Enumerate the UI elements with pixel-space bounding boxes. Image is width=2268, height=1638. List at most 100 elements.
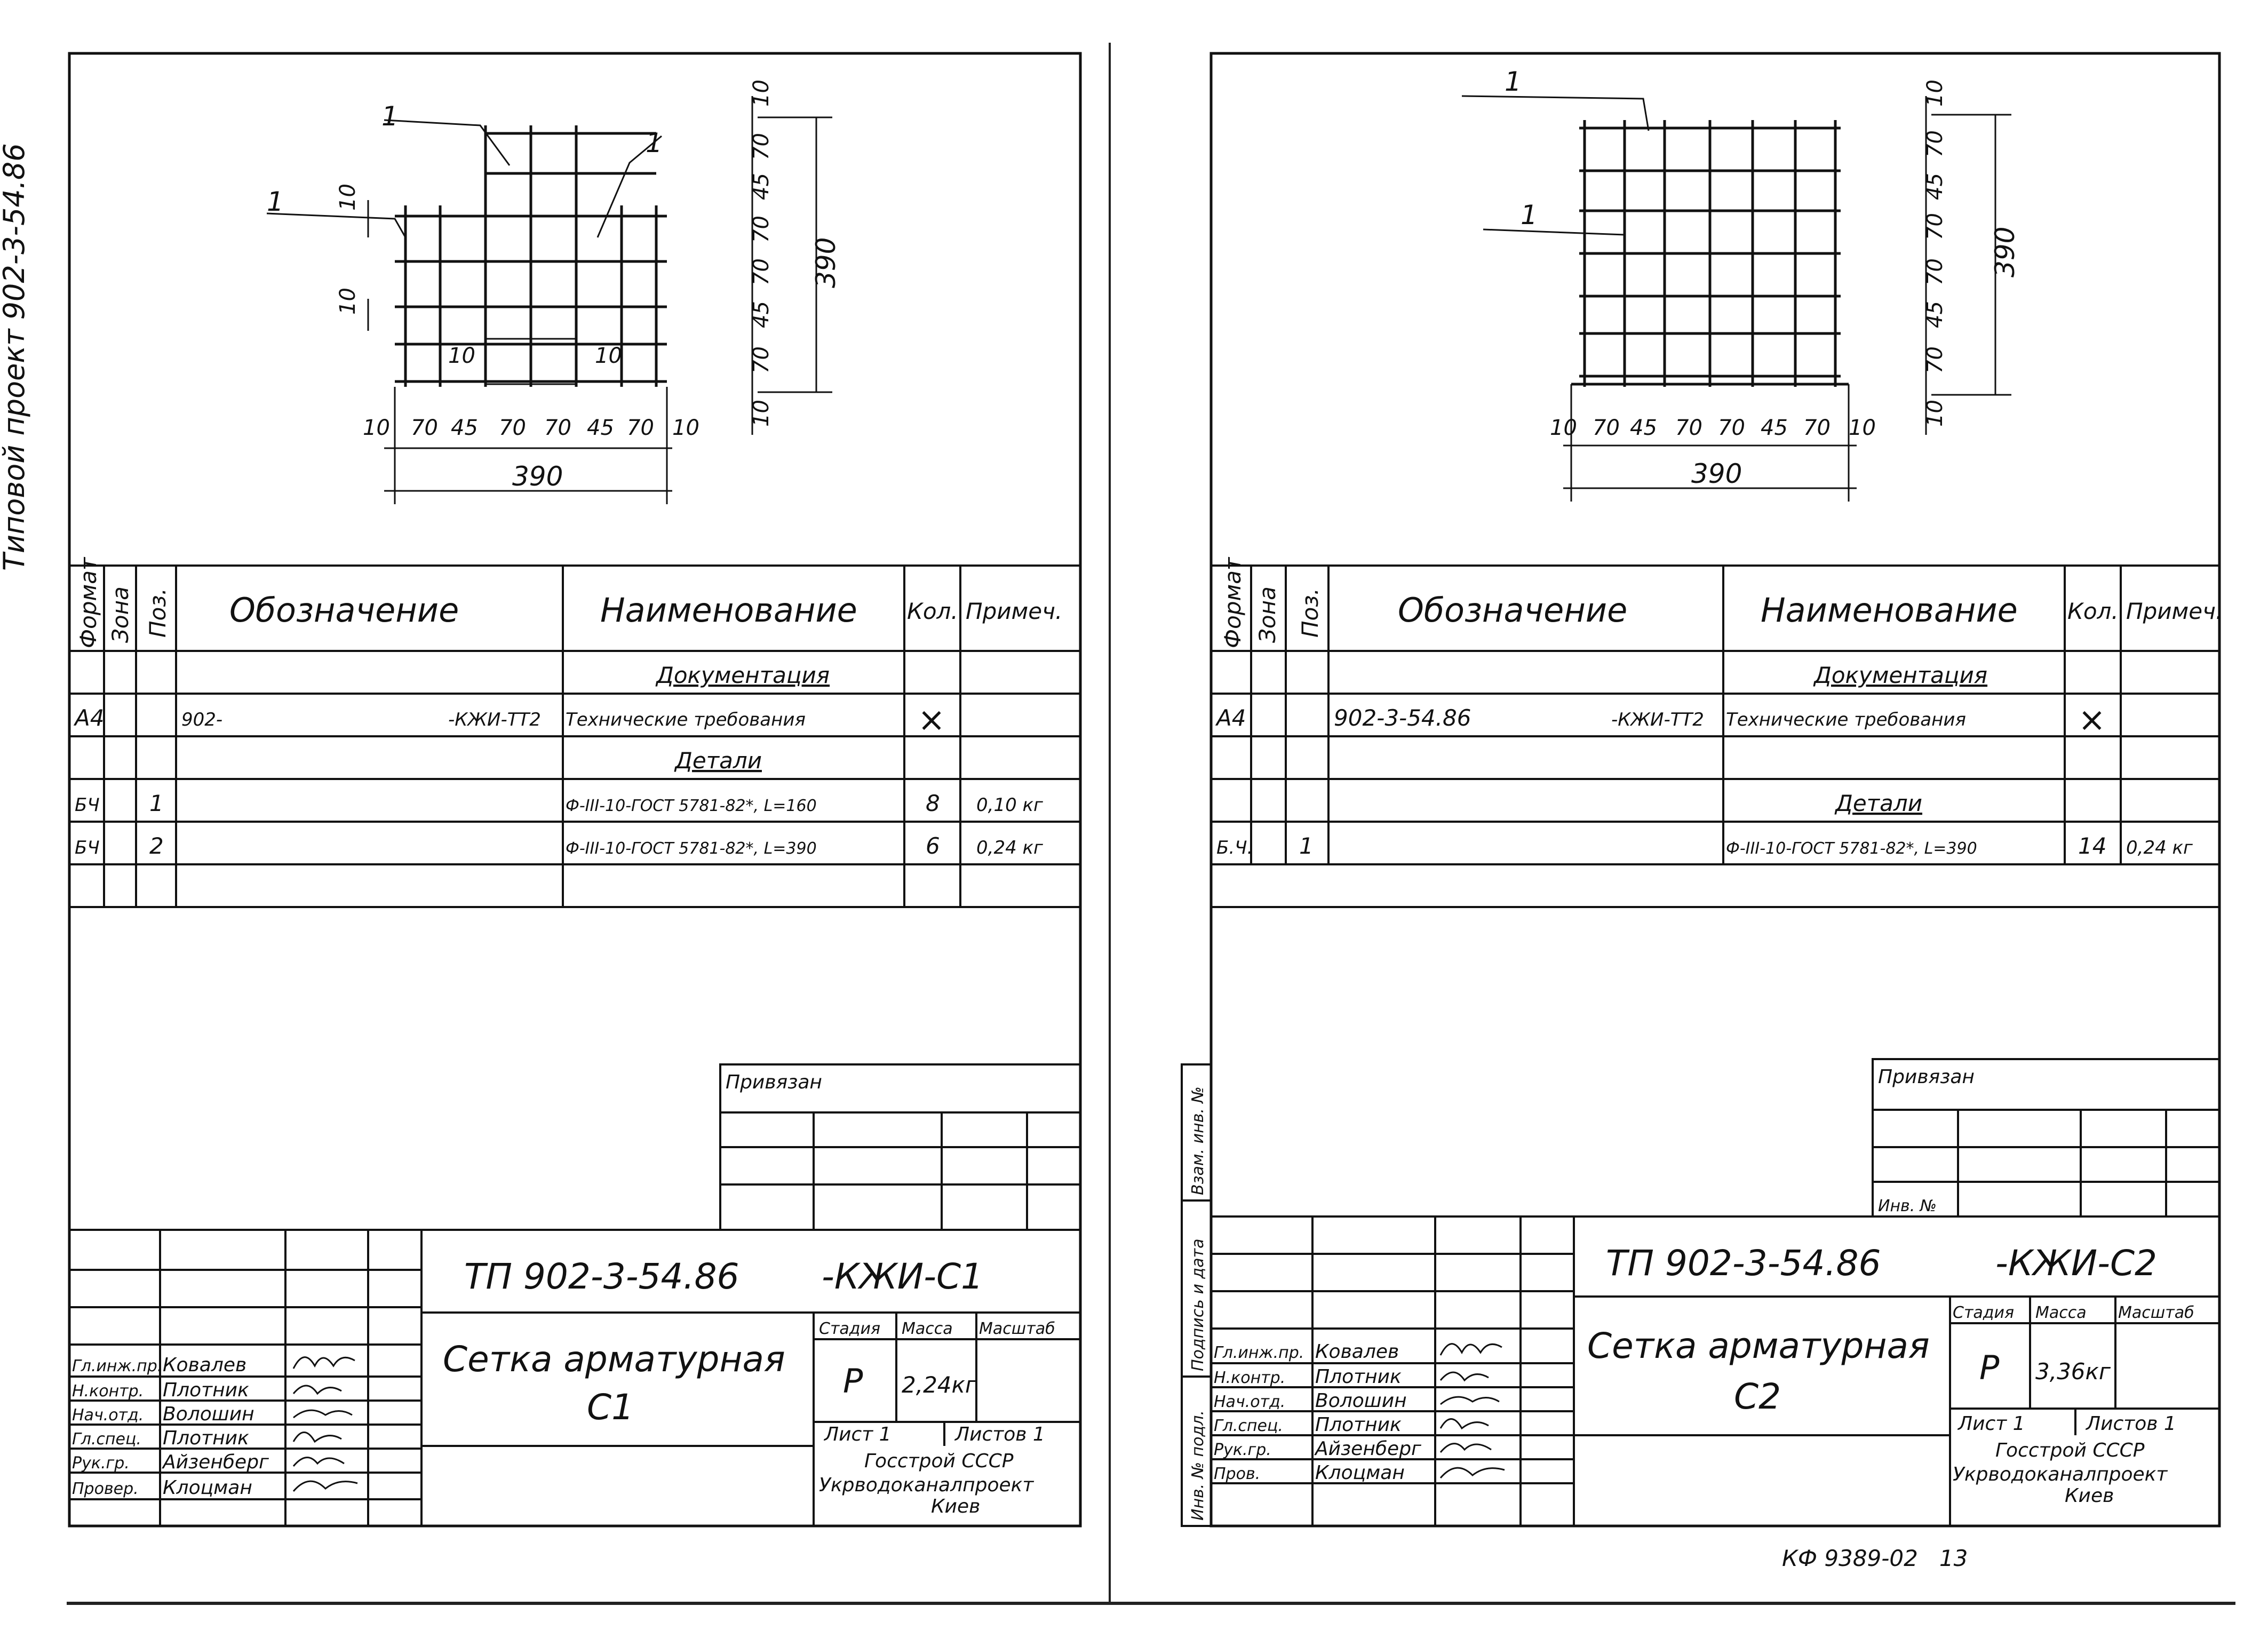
footer-code: КФ 9389-02 13 [1782, 1545, 1968, 1571]
spec-header-designation: Обозначение [229, 591, 459, 630]
spec-cell-pos: 1 [149, 790, 164, 816]
stage-value: Р [843, 1362, 863, 1401]
dim-v-6: 70 [749, 346, 774, 373]
margin-strip [1181, 1063, 1212, 1527]
callout-label: 1 [1521, 200, 1538, 230]
dim-h-3: 70 [1675, 416, 1702, 440]
vertical-dims-c1: 10 70 45 70 70 45 70 10 [749, 79, 774, 427]
total-width: 390 [1691, 458, 1742, 489]
mass-label: Масса [902, 1319, 953, 1338]
person-name: Плотник [1315, 1366, 1402, 1388]
total-height: 390 [1990, 227, 2020, 277]
title-block-c2 [1211, 1215, 2219, 1526]
dim-left-mid: 10 [336, 288, 360, 315]
dim-v-1: 70 [1923, 130, 1947, 157]
sheet-number: Лист 1 [1957, 1413, 2025, 1435]
org-name: Укрводоканалпроект [819, 1474, 1034, 1496]
sheet-count: Листов 1 [2085, 1413, 2176, 1435]
privyazan-label: Привязан [1878, 1066, 1975, 1088]
dim-h-4: 70 [1718, 416, 1745, 440]
spec-section-parts: Детали [1834, 790, 1922, 816]
dimension-lines-c1 [266, 96, 832, 504]
dim-v-3: 70 [749, 216, 774, 243]
scale-label: Масштаб [2118, 1303, 2194, 1322]
org-name: Укрводоканалпроект [1953, 1464, 2168, 1485]
vertical-dims-c2: 10 70 45 70 70 45 70 10 [1923, 79, 1947, 427]
person-role: Нач.отд. [72, 1406, 144, 1425]
spec-header-qty: Кол. [2067, 598, 2119, 624]
person-name: Айзенберг [162, 1451, 269, 1473]
person-name: Волошин [163, 1403, 254, 1425]
total-width: 390 [512, 461, 563, 492]
dim-h-5: 45 [587, 416, 614, 440]
dim-v-2: 45 [749, 173, 774, 200]
callout-label: 1 [381, 101, 399, 132]
person-role: Гл.спец. [72, 1430, 141, 1449]
signatures-c1 [292, 1356, 358, 1492]
mesh-drawing-c1 [395, 125, 667, 387]
person-name: Плотник [1315, 1414, 1402, 1436]
stage-label: Стадия [1953, 1303, 2014, 1322]
spec-cell-qty: 6 [926, 833, 940, 859]
person-name: Ковалев [1315, 1341, 1399, 1363]
dim-h-0: 10 [363, 416, 390, 440]
sheet-count: Листов 1 [954, 1424, 1045, 1445]
spec-section-parts: Детали [674, 748, 762, 774]
spec-header-zone: Зона [107, 586, 133, 643]
person-role: Рук.гр. [1214, 1441, 1271, 1459]
spec-cell-qty-cross: × [918, 700, 945, 739]
dim-h-3: 70 [499, 416, 526, 440]
doc-code-suffix: -КЖИ-С2 [1995, 1243, 2157, 1284]
spec-header-format: Формат [75, 556, 101, 648]
spec-header-name: Наименование [1761, 591, 2018, 630]
drawing-title: Сетка арматурная [1587, 1325, 1930, 1366]
doc-code: ТП 902-3-54.86 [464, 1256, 739, 1297]
spec-cell-format: А4 [73, 705, 104, 731]
dim-h-1: 70 [1593, 416, 1620, 440]
dim-h-1: 70 [411, 416, 438, 440]
inv-no-label: Инв. № [1878, 1197, 1937, 1215]
person-name: Клоцман [1315, 1462, 1405, 1484]
spec-header-format: Формат [1220, 556, 1246, 648]
sheet-c1-frame [68, 52, 1082, 1528]
mass-value: 3,36кг [2035, 1358, 2111, 1385]
drawing-title: Сетка арматурная [443, 1339, 785, 1380]
org-city: Киев [931, 1496, 980, 1517]
dim-h-5: 45 [1761, 416, 1788, 440]
dim-h-6: 70 [627, 416, 654, 440]
person-name: Клоцман [163, 1477, 252, 1499]
spec-cell-name: Технические требования [1726, 709, 1966, 730]
mass-value: 2,24кг [902, 1372, 977, 1398]
person-role: Гл.спец. [1214, 1417, 1283, 1435]
person-role: Н.контр. [1214, 1369, 1285, 1387]
spec-cell-designation: 902-3-54.86 [1334, 705, 1471, 731]
dim-v-2: 45 [1923, 173, 1947, 200]
spec-cell-format: Б.Ч. [1216, 837, 1253, 858]
spec-cell-name: Ф-III-10-ГОСТ 5781-82*, L=390 [566, 839, 817, 858]
drawing-subtitle: С2 [1734, 1376, 1781, 1417]
dim-h-2: 45 [1630, 416, 1657, 440]
person-role: Гл.инж.пр. [1214, 1343, 1304, 1362]
inner-dim: 10 [595, 344, 622, 368]
dim-v-4: 70 [1923, 258, 1947, 285]
spec-header-note: Примеч. [966, 598, 1062, 624]
drawing-subtitle: С1 [587, 1387, 634, 1428]
sheet-number: Лист 1 [823, 1424, 892, 1445]
doc-code: ТП 902-3-54.86 [1606, 1243, 1881, 1284]
margin-label-repl: Взам. инв. № [1189, 1086, 1207, 1195]
stage-label: Стадия [819, 1319, 880, 1338]
person-role: Гл.инж.пр. [72, 1357, 162, 1375]
spec-cell-code: -КЖИ-ТТ2 [1611, 709, 1704, 730]
margin-label-inv: Инв. № подл. [1189, 1410, 1207, 1521]
org-name: Госстрой СССР [1995, 1440, 2145, 1461]
person-role: Н.контр. [72, 1382, 144, 1401]
person-role: Рук.гр. [72, 1454, 130, 1473]
spec-header-note: Примеч. [2126, 598, 2223, 624]
spec-cell-name: Ф-III-10-ГОСТ 5781-82*, L=160 [566, 797, 817, 815]
dim-h-7: 10 [1849, 416, 1876, 440]
person-name: Айзенберг [1314, 1438, 1422, 1460]
spec-header-qty: Кол. [907, 598, 958, 624]
sheet-c2: 1 1 10 70 45 70 70 45 70 10 390 10 70 45… [1181, 52, 2223, 1571]
spec-cell-designation: 902- [181, 709, 222, 730]
